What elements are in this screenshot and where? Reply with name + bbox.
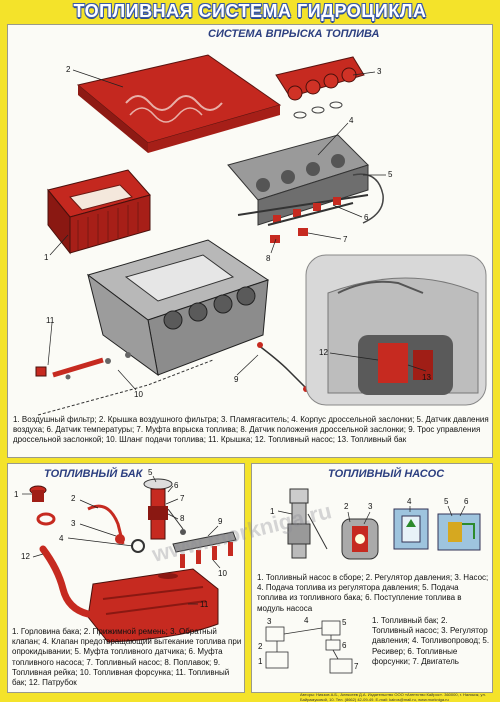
scheme-label-4: 4 — [304, 616, 309, 625]
tank-caption: 1. Горловина бака; 2. Прижимной ремень; … — [12, 627, 242, 688]
tank-neck-drawing — [29, 485, 56, 526]
fuel-rail-drawing — [172, 531, 237, 568]
injection-heading: СИСТЕМА ВПРЫСКА ТОПЛИВА — [208, 28, 380, 40]
label-3: 3 — [377, 67, 382, 76]
injection-system-illustration: 2 3 4 5 6 7 8 1 9 10 11 12 13 — [35, 54, 487, 416]
flame-arrestor-drawing — [275, 56, 365, 119]
tank-label-11: 11 — [200, 600, 209, 609]
pump-label-4: 4 — [407, 497, 412, 506]
tank-heading: ТОПЛИВНЫЙ БАК — [44, 468, 143, 480]
scheme-caption: 1. Топливный бак; 2. Топливный насос; 3.… — [372, 616, 490, 666]
label-6: 6 — [364, 213, 369, 222]
fuel-tank-panel: ТОПЛИВНЫЙ БАК — [7, 463, 245, 693]
pump-part-labels: 1 2 3 4 5 6 — [270, 497, 469, 516]
tank-label-3: 3 — [71, 519, 76, 528]
throttle-body-drawing — [227, 134, 384, 226]
tank-label-2: 2 — [71, 494, 76, 503]
air-filter-drawing — [47, 169, 151, 255]
fuel-tank-drawing — [87, 568, 219, 643]
pump-label-1: 1 — [270, 507, 275, 516]
scheme-label-3: 3 — [267, 617, 272, 626]
fuel-rail-drawing — [267, 197, 354, 243]
tank-label-6: 6 — [174, 481, 179, 490]
label-1: 1 — [44, 253, 49, 262]
tank-label-8: 8 — [180, 514, 185, 523]
filler-hose-drawing — [39, 545, 92, 618]
tank-label-7: 7 — [180, 494, 185, 503]
label-9: 9 — [234, 375, 239, 384]
scheme-label-7: 7 — [354, 662, 359, 671]
pump-heading: ТОПЛИВНЫЙ НАСОС — [328, 468, 445, 480]
label-13: 13 — [422, 373, 431, 382]
return-valve-drawing — [87, 504, 145, 553]
label-7: 7 — [343, 235, 348, 244]
pump-label-3: 3 — [368, 502, 373, 511]
label-5: 5 — [388, 170, 393, 179]
publisher-footer: Авторы: Ниязов А.Б., Алексеев Д.А. Издат… — [300, 692, 486, 702]
label-4: 4 — [349, 116, 354, 125]
fuel-pump-illustration: 1 2 3 4 5 6 3 4 5 2 6 1 7 — [258, 488, 481, 674]
scheme-label-5: 5 — [342, 618, 347, 627]
tank-leader-lines — [22, 475, 221, 605]
scheme-label-2: 2 — [258, 642, 263, 651]
fuel-flow-scheme — [265, 620, 353, 674]
scheme-labels: 3 4 5 2 6 1 7 — [258, 616, 359, 671]
poster-title: ТОПЛИВНАЯ СИСТЕМА ГИДРОЦИКЛА — [73, 1, 427, 21]
tank-label-10: 10 — [218, 569, 227, 578]
pump-module-drawing — [143, 478, 186, 540]
injection-system-panel: СИСТЕМА ВПРЫСКА ТОПЛИВА — [7, 24, 493, 458]
pump-assembly-drawing — [287, 488, 328, 559]
scheme-label-1: 1 — [258, 657, 263, 666]
label-11: 11 — [46, 316, 55, 325]
injection-caption: 1. Воздушный фильтр; 2. Крышка воздушног… — [13, 415, 489, 445]
pump-caption: 1. Топливный насос в сборе; 2. Регулятор… — [257, 573, 489, 613]
pump-label-6: 6 — [464, 497, 469, 506]
tank-part-labels: 1 2 3 4 5 6 7 8 9 10 11 12 — [14, 468, 227, 609]
pressure-regulator-drawing — [341, 518, 379, 560]
label-2: 2 — [66, 65, 71, 74]
part-labels: 2 3 4 5 6 7 8 1 9 10 11 12 13 — [44, 65, 431, 399]
tank-label-4: 4 — [59, 534, 64, 543]
fuel-pump-panel: ТОПЛИВНЫЙ НАСОС — [251, 463, 493, 693]
tank-label-12: 12 — [21, 552, 30, 561]
leader-lines — [47, 69, 427, 391]
tank-label-1: 1 — [14, 490, 19, 499]
air-box-housing-drawing — [86, 239, 270, 377]
fuel-tank-illustration: 1 2 3 4 5 6 7 8 9 10 11 12 — [14, 468, 237, 643]
pump-flow-drawing — [393, 508, 481, 551]
scheme-label-6: 6 — [342, 641, 347, 650]
fuel-hose-drawing — [35, 352, 214, 416]
air-filter-cover-drawing — [76, 54, 282, 153]
tank-label-9: 9 — [218, 517, 223, 526]
pump-leader-lines — [277, 505, 466, 525]
label-12: 12 — [319, 348, 328, 357]
pump-label-2: 2 — [344, 502, 349, 511]
watercraft-photo — [305, 254, 487, 406]
label-8: 8 — [266, 254, 271, 263]
label-10: 10 — [134, 390, 143, 399]
throttle-cable-drawing — [257, 342, 309, 392]
pump-label-5: 5 — [444, 497, 449, 506]
tank-label-5: 5 — [148, 468, 153, 477]
